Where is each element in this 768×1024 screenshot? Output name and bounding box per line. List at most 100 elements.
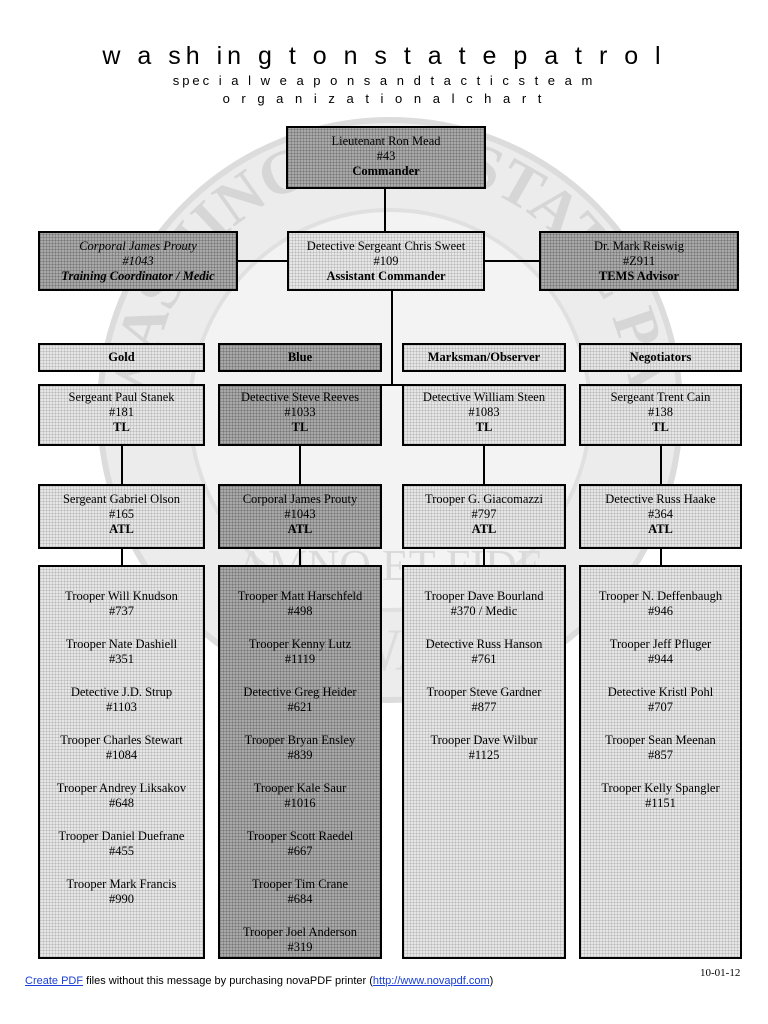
connector-line (299, 445, 301, 485)
member-name: Trooper Dave Wilbur (430, 733, 538, 747)
member-name: Trooper Bryan Ensley (244, 733, 356, 747)
atl-role: ATL (109, 522, 134, 536)
member-badge: #857 (648, 748, 673, 762)
team-leader-role: TL (652, 420, 669, 434)
training-coordinator-box: Corporal James Prouty #1043 Training Coo… (38, 231, 238, 291)
team-member: Trooper Tim Crane#684 (220, 877, 380, 925)
marksman-team-leader-box: Detective William Steen #1083 TL (402, 384, 566, 446)
team-leader-badge: #138 (648, 405, 673, 419)
tems-advisor-box: Dr. Mark Reiswig #Z911 TEMS Advisor (539, 231, 739, 291)
connector-line (484, 260, 540, 262)
footer-text: files without this message by purchasing… (83, 975, 373, 987)
member-badge: #319 (287, 940, 313, 954)
team-label-marksman: Marksman/Observer (402, 343, 566, 372)
chart-title: w a sh in g t o n s t a t e p a t r o l (102, 42, 666, 70)
team-leader-name: Sergeant Trent Cain (610, 390, 711, 404)
member-name: Detective Russ Hanson (425, 637, 543, 651)
team-member: Trooper Charles Stewart#1084 (40, 733, 203, 781)
team-member: Trooper Mark Francis#990 (40, 877, 203, 925)
team-member: Trooper Nate Dashiell#351 (40, 637, 203, 685)
connector-line (299, 548, 301, 566)
member-badge: #761 (471, 652, 497, 666)
team-member: Trooper Kenny Lutz#1119 (220, 637, 380, 685)
negotiators-team-members: Trooper N. Deffenbaugh#946 Trooper Jeff … (579, 565, 742, 959)
member-name: Trooper Steve Gardner (426, 685, 542, 699)
team-member: Trooper Will Knudson#737 (40, 589, 203, 637)
team-label-text: Blue (287, 350, 313, 364)
team-member: Trooper Andrey Liksakov#648 (40, 781, 203, 829)
team-member: Trooper Jeff Pfluger#944 (581, 637, 740, 685)
assistant-commander-box: Detective Sergeant Chris Sweet #109 Assi… (287, 231, 485, 291)
connector-line (121, 548, 123, 566)
team-label-negotiators: Negotiators (579, 343, 742, 372)
team-label-text: Marksman/Observer (427, 350, 541, 364)
team-member: Detective J.D. Strup#1103 (40, 685, 203, 733)
connector-line (483, 445, 485, 485)
member-name: Trooper Scott Raedel (246, 829, 354, 843)
team-label-blue: Blue (218, 343, 382, 372)
commander-role: Commander (352, 164, 420, 178)
member-name: Trooper Kale Saur (253, 781, 347, 795)
negotiators-team-leader-box: Sergeant Trent Cain #138 TL (579, 384, 742, 446)
revision-date: 10-01-12 (700, 967, 741, 979)
connector-line (381, 384, 405, 386)
member-badge: #1125 (468, 748, 500, 762)
member-badge: #1084 (105, 748, 138, 762)
connector-line (121, 445, 123, 485)
member-badge: #498 (287, 604, 313, 618)
team-member: Detective Greg Heider#621 (220, 685, 380, 733)
team-label-text: Negotiators (629, 350, 692, 364)
member-badge: #737 (109, 604, 134, 618)
member-badge: #1103 (106, 700, 137, 714)
marksman-assistant-team-leader-box: Trooper G. Giacomazzi #797 ATL (402, 484, 566, 549)
member-name: Trooper Dave Bourland (424, 589, 544, 603)
member-badge: #1119 (284, 652, 316, 666)
marksman-team-members: Trooper Dave Bourland#370 / Medic Detect… (402, 565, 566, 959)
team-member: Trooper Joel Anderson#319 (220, 925, 380, 973)
member-name: Trooper Nate Dashiell (65, 637, 178, 651)
member-badge: #944 (648, 652, 673, 666)
blue-team-members: Trooper Matt Harschfeld#498 Trooper Kenn… (218, 565, 382, 959)
gold-team-members: Trooper Will Knudson#737 Trooper Nate Da… (38, 565, 205, 959)
team-member: Trooper Daniel Duefrane#455 (40, 829, 203, 877)
member-name: Trooper Joel Anderson (242, 925, 358, 939)
training-coordinator-name: Corporal James Prouty (79, 239, 197, 253)
assistant-commander-name: Detective Sergeant Chris Sweet (306, 239, 466, 253)
atl-role: ATL (287, 522, 313, 536)
create-pdf-link[interactable]: Create PDF (25, 975, 84, 987)
team-member: Trooper Steve Gardner#877 (404, 685, 564, 733)
team-member: Trooper Dave Wilbur#1125 (404, 733, 564, 781)
member-name: Trooper Jeff Pfluger (609, 637, 712, 651)
training-coordinator-badge: #1043 (122, 254, 154, 268)
team-leader-role: TL (113, 420, 130, 434)
team-leader-name: Detective Steve Reeves (240, 390, 359, 404)
tems-advisor-role: TEMS Advisor (598, 269, 680, 283)
member-name: Detective Greg Heider (243, 685, 357, 699)
negotiators-assistant-team-leader-box: Detective Russ Haake #364 ATL (579, 484, 742, 549)
member-badge: #667 (287, 844, 313, 858)
team-leader-badge: #1033 (284, 405, 316, 419)
team-leader-role: TL (291, 420, 309, 434)
member-badge: #990 (109, 892, 134, 906)
connector-line (483, 548, 485, 566)
atl-badge: #364 (648, 507, 673, 521)
team-member: Trooper N. Deffenbaugh#946 (581, 589, 740, 637)
member-name: Trooper Matt Harschfeld (237, 589, 363, 603)
footer-text-end: ) (489, 975, 494, 987)
member-name: Trooper N. Deffenbaugh (598, 589, 723, 603)
footer-message: Create PDF files without this message by… (25, 975, 493, 987)
member-name: Trooper Mark Francis (66, 877, 177, 891)
member-badge: #1151 (645, 796, 676, 810)
atl-name: Sergeant Gabriel Olson (62, 492, 181, 506)
member-badge: #455 (109, 844, 134, 858)
team-member: Trooper Scott Raedel#667 (220, 829, 380, 877)
member-name: Trooper Will Knudson (65, 589, 178, 603)
member-badge: #684 (287, 892, 313, 906)
blue-assistant-team-leader-box: Corporal James Prouty #1043 ATL (218, 484, 382, 549)
team-label-text: Gold (108, 350, 135, 364)
novapdf-url-link[interactable]: http://www.novapdf.com (372, 975, 490, 987)
member-badge: #707 (648, 700, 673, 714)
team-leader-name: Detective William Steen (422, 390, 546, 404)
gold-assistant-team-leader-box: Sergeant Gabriel Olson #165 ATL (38, 484, 205, 549)
blue-team-leader-box: Detective Steve Reeves #1033 TL (218, 384, 382, 446)
